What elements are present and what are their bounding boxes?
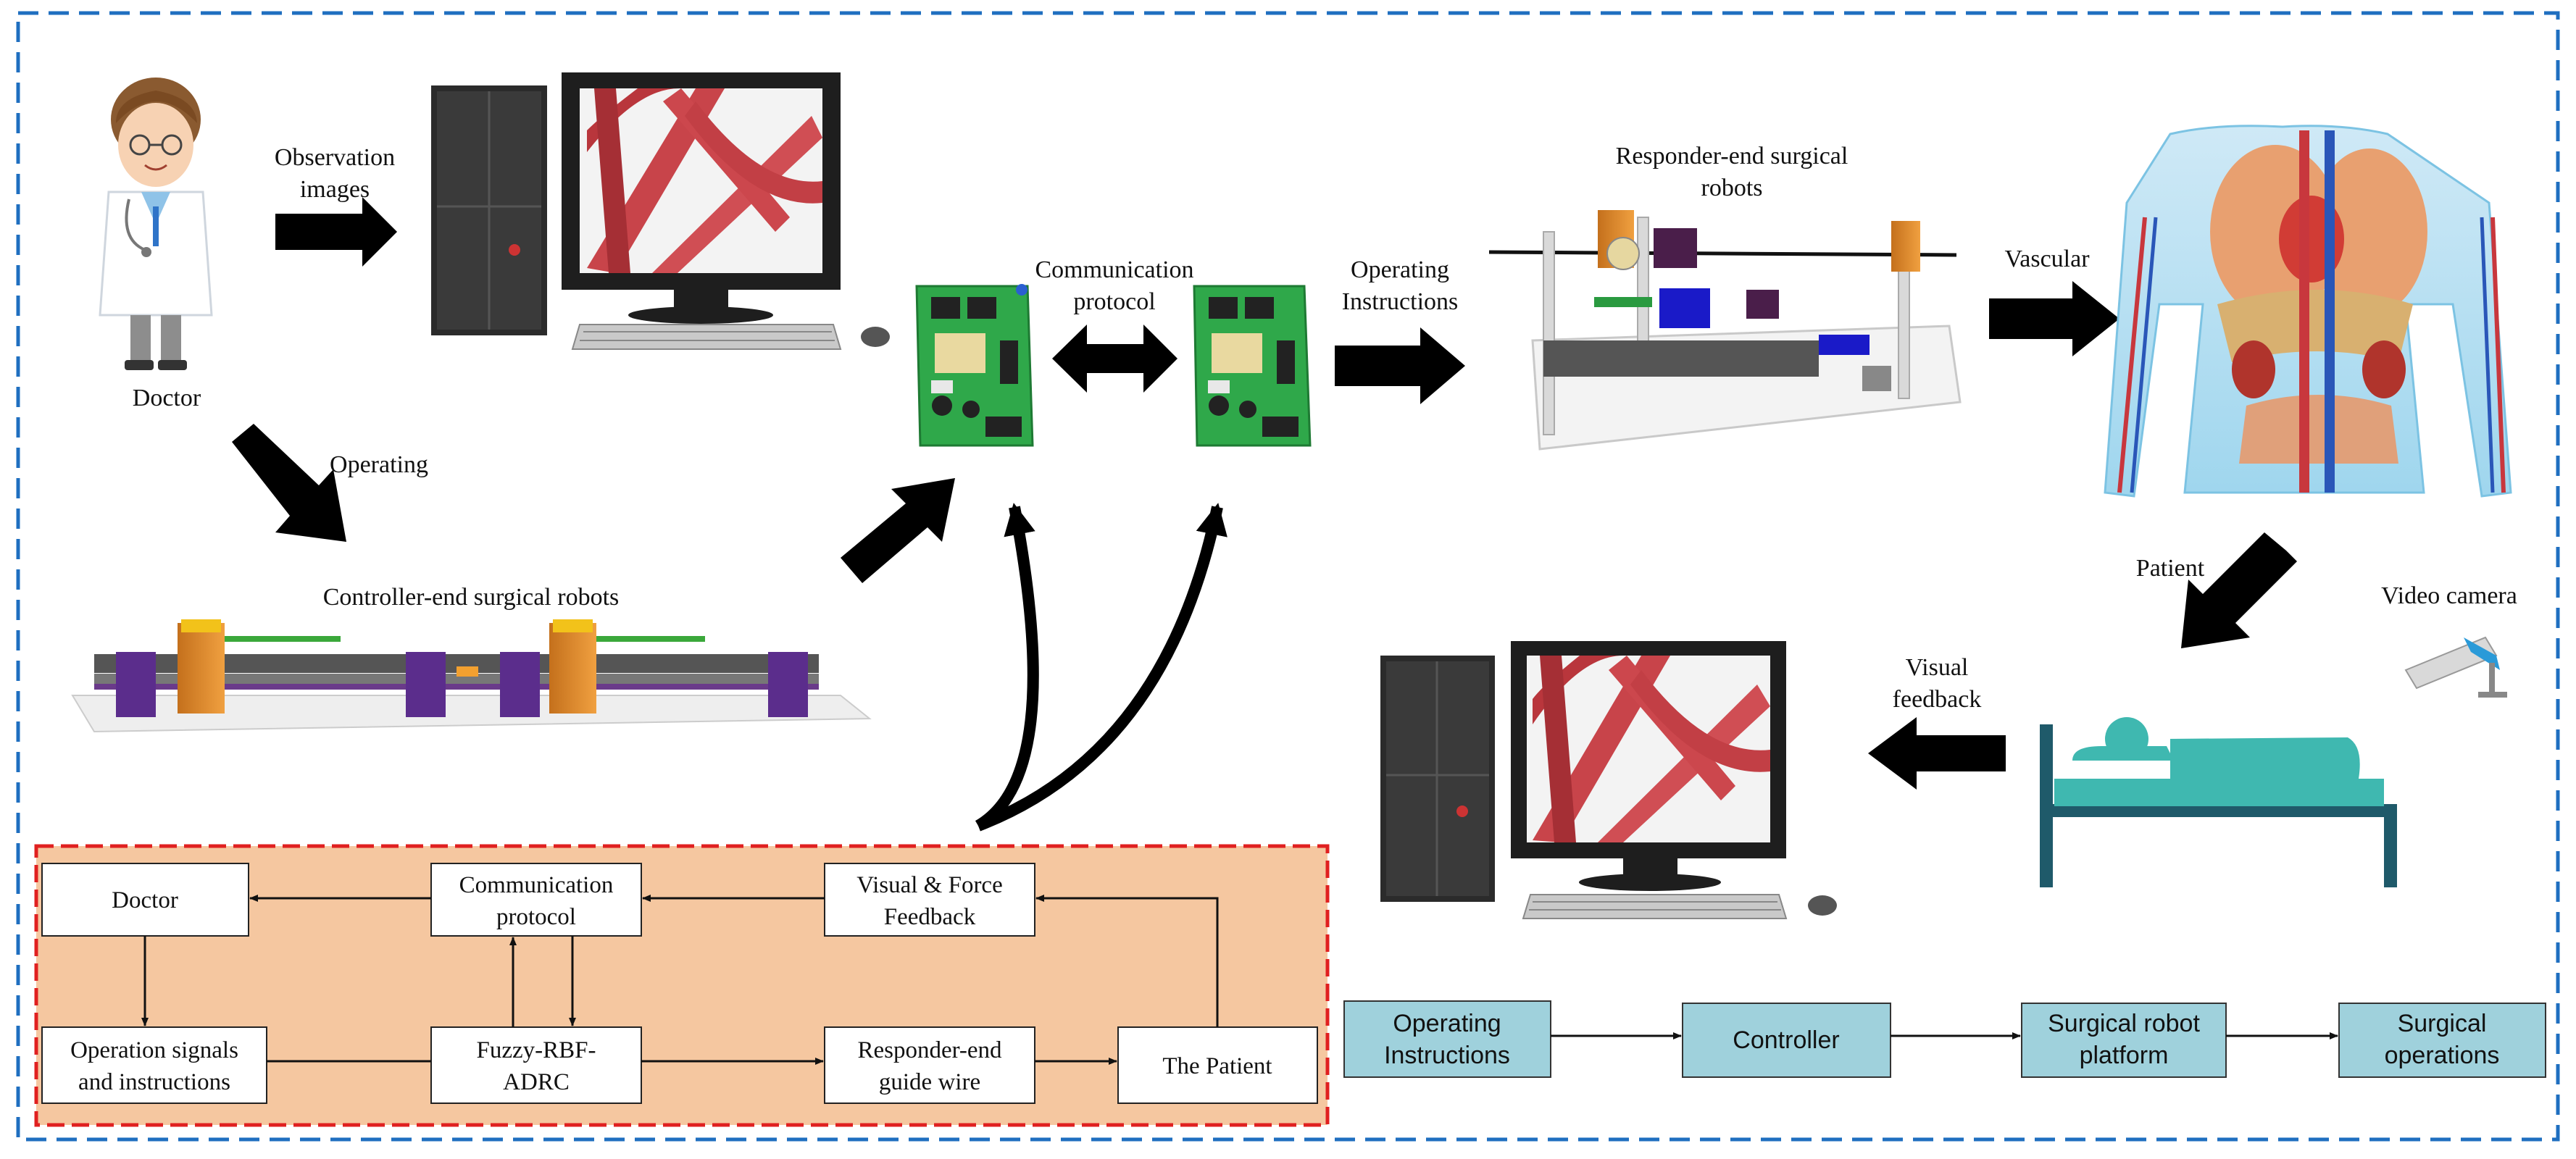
hospital-bed-icon <box>2040 717 2397 887</box>
keyboard-icon <box>571 324 842 350</box>
computer-tower-icon <box>1380 656 1495 902</box>
arrow-board-double <box>1052 325 1177 393</box>
vessel-screen-image <box>1533 656 1770 842</box>
arrow-observation <box>275 197 397 267</box>
controller-robot-icon <box>71 619 872 733</box>
keyboard-icon <box>1522 894 1788 919</box>
loop-box-fuzzy-rbf-adrc: Fuzzy-RBF-ADRC <box>430 1026 642 1104</box>
svg-text:Controller: Controller <box>1733 1026 1839 1054</box>
workflow-box-controller: Controller <box>1682 1003 1891 1078</box>
svg-text:Doctor: Doctor <box>112 887 178 913</box>
controller-robots-label: Controller-end surgical robots <box>323 584 620 611</box>
loop-box-the-patient: The Patient <box>1117 1026 1318 1104</box>
arrow-robot-to-board <box>841 478 955 583</box>
loop-box-doctor: Doctor <box>41 863 249 937</box>
arrow-patient <box>2181 532 2297 648</box>
arrow-visual-feedback <box>1868 717 2006 790</box>
doctor-icon <box>99 78 213 370</box>
arrow-operating <box>232 424 346 542</box>
operating-label: Operating <box>330 451 428 478</box>
mouse-icon <box>1808 895 1837 916</box>
video-camera-icon <box>2404 636 2507 698</box>
responder-robot-icon <box>1488 210 1962 451</box>
curve-arrow-right <box>976 503 1227 832</box>
video-camera-label: Video camera <box>2381 582 2517 609</box>
outer-frame <box>16 11 2560 1142</box>
doctor-label: Doctor <box>133 385 201 411</box>
patient-label: Patient <box>2136 555 2205 582</box>
loop-connectors <box>141 895 1219 1065</box>
arrow-vascular <box>1989 281 2119 356</box>
svg-text:The Patient: The Patient <box>1162 1053 1272 1079</box>
monitor-icon <box>1511 641 1786 891</box>
circuit-board-icon <box>915 284 1034 447</box>
curve-arrow-left <box>975 503 1039 831</box>
monitor-icon <box>562 72 841 324</box>
svg-text:Fuzzy-RBF-ADRC: Fuzzy-RBF-ADRC <box>477 1037 596 1095</box>
anatomy-icon <box>2104 125 2512 498</box>
mouse-icon <box>861 327 890 347</box>
circuit-board-icon <box>1193 285 1312 447</box>
vessel-screen-image <box>587 88 822 273</box>
vascular-label: Vascular <box>2004 246 2090 272</box>
arrow-operating-instructions <box>1335 327 1465 404</box>
computer-tower-icon <box>431 85 547 335</box>
